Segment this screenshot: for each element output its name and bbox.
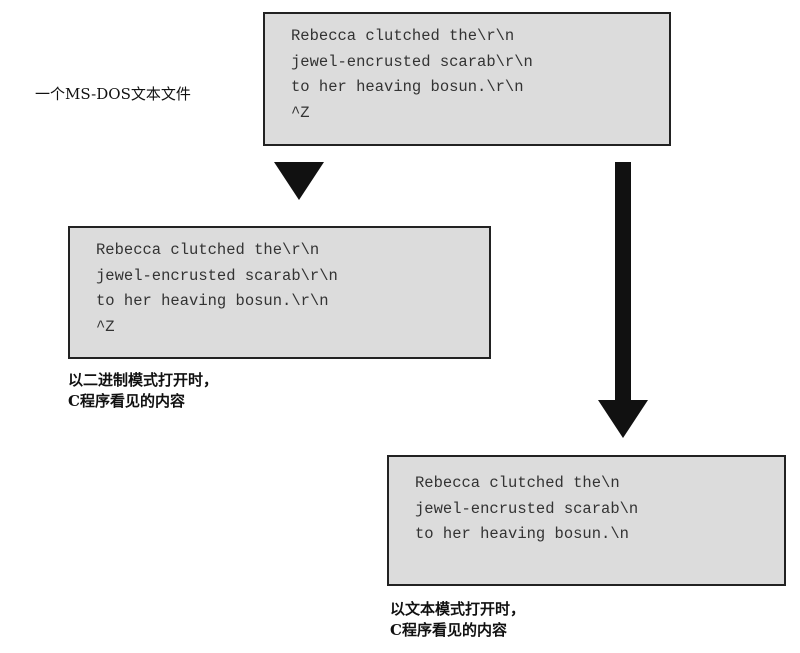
caption-line: 以文本模式打开时， [390,600,526,618]
source-line: jewel-encrusted scarab\r\n [291,52,533,71]
text-mode-caption: 以文本模式打开时， C程序看见的内容 [390,599,525,641]
caption-line: 以二进制模式打开时， [68,371,219,389]
text-mode-box: Rebecca clutched the\n jewel-encrusted s… [387,455,786,586]
binary-line: to her heaving bosun.\r\n [96,292,329,310]
caption-line: C程序看见的内容 [390,621,507,639]
binary-line: jewel-encrusted scarab\r\n [96,266,338,285]
text-line: to her heaving bosun.\n [415,525,629,543]
binary-line: ^Z [96,317,115,336]
text-line: jewel-encrusted scarab\n [415,499,639,518]
text-line: Rebecca clutched the\n [415,474,620,492]
source-file-label: 一个MS-DOS文本文件 [35,85,191,103]
arrow-down-binary-icon [274,162,324,200]
binary-mode-box: Rebecca clutched the\r\n jewel-encrusted… [68,226,491,359]
source-line: Rebecca clutched the\r\n [291,27,515,45]
arrow-shaft-text-mode [615,162,631,402]
source-line: ^Z [291,103,310,122]
arrow-down-text-icon [598,400,648,438]
source-file-box: Rebecca clutched the\r\n jewel-encrusted… [263,12,671,146]
binary-mode-caption: 以二进制模式打开时， C程序看见的内容 [68,370,218,412]
binary-line: Rebecca clutched the\r\n [96,241,320,259]
caption-line: C程序看见的内容 [68,392,185,410]
source-line: to her heaving bosun.\r\n [291,78,524,96]
